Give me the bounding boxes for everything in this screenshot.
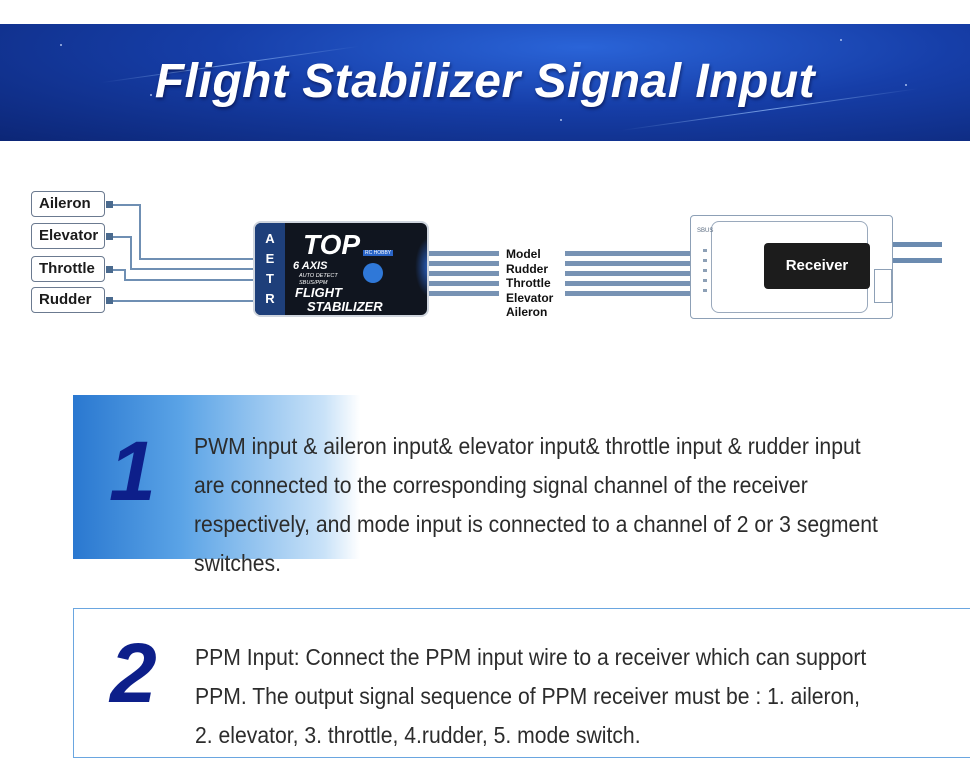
module-name-line2: STABILIZER	[307, 299, 383, 314]
signal-wire	[565, 281, 692, 286]
banner-sparkle	[60, 44, 62, 46]
signal-wire	[429, 251, 499, 256]
status-led	[363, 263, 383, 283]
signal-wire	[429, 281, 499, 286]
page-title: Flight Stabilizer Signal Input	[154, 55, 816, 108]
step-number: 2	[110, 626, 157, 720]
sbus-marking: SBUS	[697, 228, 714, 234]
wire	[130, 236, 132, 270]
input-label-rudder: Rudder	[31, 287, 105, 313]
info-block-2: 2 PPM Input: Connect the PPM input wire …	[73, 608, 970, 758]
detect-mode-label: SBUS/PPM	[299, 280, 328, 286]
signal-wire	[565, 251, 692, 256]
brand-logo: TOP	[303, 229, 361, 260]
port-dot	[106, 233, 113, 240]
receiver-pin	[703, 269, 707, 272]
banner-sparkle	[905, 84, 907, 86]
input-label-throttle: Throttle	[31, 256, 105, 282]
wire	[139, 258, 253, 260]
info-block-1: 1 PWM input & aileron input& elevator in…	[73, 395, 970, 576]
antenna-wire	[893, 242, 942, 247]
wire	[113, 269, 125, 271]
banner-sparkle	[560, 119, 562, 121]
detect-label: AUTO DETECT	[299, 273, 338, 279]
port-dot	[106, 297, 113, 304]
axis-label: 6 AXIS	[293, 260, 328, 272]
wire	[113, 300, 253, 302]
receiver-label: Receiver	[764, 243, 870, 289]
wire	[130, 268, 253, 270]
port-dot	[106, 266, 113, 273]
module-glow	[415, 237, 427, 297]
channel-label-model: Model	[506, 247, 541, 261]
signal-wire	[429, 271, 499, 276]
wire	[124, 279, 253, 281]
port-strip: A E T R	[255, 223, 285, 315]
signal-wire	[429, 291, 499, 296]
receiver-pin	[703, 259, 707, 262]
step-description: PWM input & aileron input& elevator inpu…	[194, 433, 878, 576]
receiver-connector	[874, 269, 892, 303]
input-label-elevator: Elevator	[31, 223, 105, 249]
port-letter-a: A	[265, 231, 275, 246]
module-name-line1: FLIGHT	[295, 285, 342, 300]
channel-label-throttle: Throttle	[506, 276, 551, 290]
header-banner: Flight Stabilizer Signal Input	[0, 24, 970, 141]
port-letter-t: T	[266, 271, 274, 286]
port-dot	[106, 201, 113, 208]
port-letter-r: R	[265, 291, 275, 306]
wire	[124, 269, 126, 281]
step-description: PPM Input: Connect the PPM input wire to…	[195, 644, 867, 748]
wire	[113, 204, 140, 206]
brand-sub: RC HOBBY	[363, 250, 394, 256]
signal-wire	[429, 261, 499, 266]
receiver-pin	[703, 279, 707, 282]
channel-label-elevator: Elevator	[506, 290, 554, 305]
wire	[113, 236, 131, 238]
antenna-wire	[893, 258, 942, 263]
channel-label-rudder: Rudder	[506, 261, 548, 276]
wiring-diagram: Aileron Elevator Throttle Rudder A E T R…	[0, 180, 970, 350]
flight-stabilizer-module: A E T R TOP RC HOBBY 6 AXIS AUTO DETECT …	[253, 221, 429, 317]
signal-wire	[565, 271, 692, 276]
banner-sparkle	[150, 94, 152, 96]
step-number: 1	[109, 424, 156, 518]
channel-list: Model Rudder Throttle Elevator Aileron	[506, 247, 553, 320]
channel-label-aileron: Aileron	[506, 305, 548, 319]
receiver-pin	[703, 249, 707, 252]
signal-wire	[565, 261, 692, 266]
input-label-aileron: Aileron	[31, 191, 105, 217]
receiver-pin	[703, 289, 707, 292]
receiver-unit: SBUS Receiver	[690, 215, 893, 319]
banner-sparkle	[840, 39, 842, 41]
port-letter-e: E	[265, 251, 275, 266]
signal-wire	[565, 291, 692, 296]
wire	[139, 204, 141, 260]
